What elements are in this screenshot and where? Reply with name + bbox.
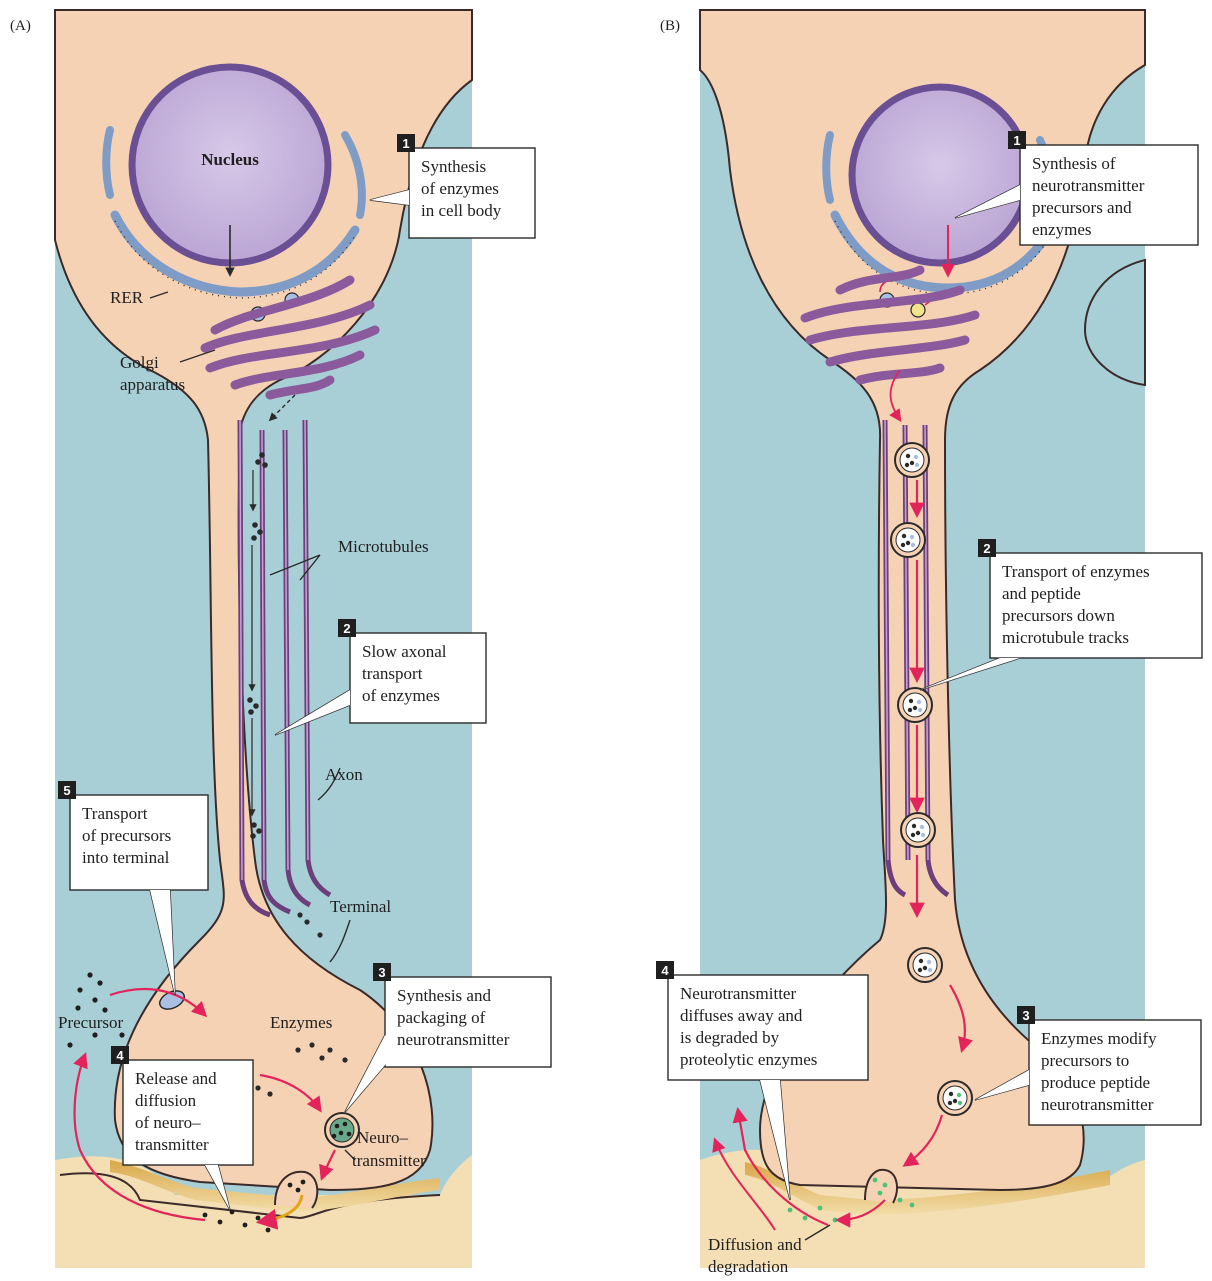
callout-text-line: neurotransmitter [1032, 176, 1145, 195]
step-number: 5 [63, 783, 70, 798]
rer-arc-left-b [826, 135, 830, 200]
callout-text-line: Slow axonal [362, 642, 447, 661]
step-number: 1 [402, 136, 409, 151]
panel-a: (A) Nucleus RER Golgi apparatus Microtub… [10, 10, 551, 1268]
callout-text-line: precursors and [1032, 198, 1132, 217]
axon-label-a: Axon [325, 765, 363, 784]
step-number: 3 [1022, 1008, 1029, 1023]
diffusion-label-line2-b: degradation [708, 1257, 789, 1276]
callout-text-line: Synthesis of [1032, 154, 1116, 173]
vesicle-core-a [330, 1118, 354, 1142]
peptide-vesicle [908, 948, 942, 982]
step-number: 4 [661, 963, 669, 978]
callout-text-line: transport [362, 664, 423, 683]
callout-text-line: Synthesis [421, 157, 486, 176]
panel-a-label: (A) [10, 18, 31, 34]
peptide-vesicle [891, 523, 925, 557]
callout-text-line: precursors down [1002, 606, 1115, 625]
callout-text-line: transmitter [135, 1135, 209, 1154]
callout-text-line: Release and [135, 1069, 217, 1088]
callout-text-line: produce peptide [1041, 1073, 1150, 1092]
step-number: 3 [378, 965, 385, 980]
microtubules-label-a: Microtubules [338, 537, 429, 556]
terminal-label-a: Terminal [330, 897, 391, 916]
callout-text-line: is degraded by [680, 1028, 780, 1047]
callout-text-line: enzymes [1032, 220, 1091, 239]
golgi-label-line1-a: Golgi [120, 353, 159, 372]
callout-text-line: Neurotransmitter [680, 984, 796, 1003]
panel-b: (B) Diffusion and degradation 1Synthesis… [656, 10, 1202, 1276]
callout-text-line: of precursors [82, 826, 171, 845]
peptide-vesicle [901, 813, 935, 847]
callout-text-line: microtubule tracks [1002, 628, 1129, 647]
peptide-vesicle [895, 443, 929, 477]
precursor-label-a: Precursor [58, 1013, 123, 1032]
callout-text-line: neurotransmitter [397, 1030, 510, 1049]
callout-text-line: Synthesis and [397, 986, 491, 1005]
step-number: 2 [983, 541, 990, 556]
neurotransmitter-label-line1-a: Neuro– [357, 1128, 408, 1147]
step-number: 1 [1013, 133, 1020, 148]
callout-text-line: precursors to [1041, 1051, 1129, 1070]
nucleus-b [852, 87, 1028, 263]
callout-text-line: in cell body [421, 201, 502, 220]
peptide-vesicle [898, 688, 932, 722]
callout-text-line: of enzymes [362, 686, 440, 705]
callout-text-line: Transport of enzymes [1002, 562, 1150, 581]
callout-text-line: of enzymes [421, 179, 499, 198]
diffusion-label-line1-b: Diffusion and [708, 1235, 802, 1254]
callout-text-line: Enzymes modify [1041, 1029, 1157, 1048]
step-number: 2 [343, 621, 350, 636]
enzymes-label-a: Enzymes [270, 1013, 332, 1032]
callout-text-line: of neuro– [135, 1113, 201, 1132]
callout-text-line: Transport [82, 804, 148, 823]
nucleus-label-a: Nucleus [201, 150, 259, 169]
callout-text-line: diffuses away and [680, 1006, 803, 1025]
callout-text-line: proteolytic enzymes [680, 1050, 817, 1069]
rer-label-a: RER [110, 288, 144, 307]
step-number: 4 [116, 1048, 124, 1063]
callout-text-line: packaging of [397, 1008, 486, 1027]
neurotransmitter-label-line2-a: transmitter [352, 1151, 426, 1170]
callout-text-line: and peptide [1002, 584, 1081, 603]
peptide-vesicle [938, 1081, 972, 1115]
golgi-label-line2-a: apparatus [120, 375, 185, 394]
callout-text-line: into terminal [82, 848, 170, 867]
transport-vesicle [911, 303, 925, 317]
callout-text-line: diffusion [135, 1091, 197, 1110]
panel-b-label: (B) [660, 18, 680, 34]
callout-text-line: neurotransmitter [1041, 1095, 1154, 1114]
rer-arc-left-a [106, 130, 110, 195]
